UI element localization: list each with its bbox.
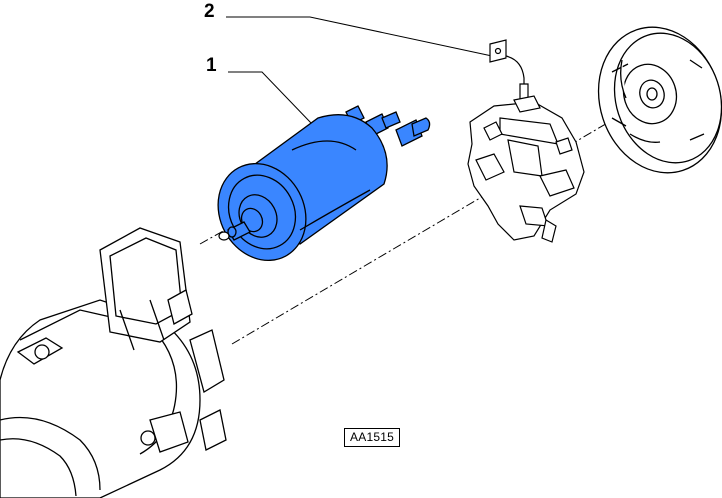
leader-line-1 <box>228 71 313 125</box>
brush-holder <box>467 39 585 243</box>
end-cover <box>597 26 722 174</box>
callout-number-2: 2 <box>204 1 215 22</box>
starter-housing <box>0 227 227 498</box>
diagram-reference-code: AA1515 <box>344 428 400 447</box>
leader-line-2 <box>226 16 493 57</box>
solenoid <box>217 105 431 262</box>
solenoid-plunger-pin <box>218 231 230 241</box>
callout-number-1: 1 <box>206 55 217 76</box>
